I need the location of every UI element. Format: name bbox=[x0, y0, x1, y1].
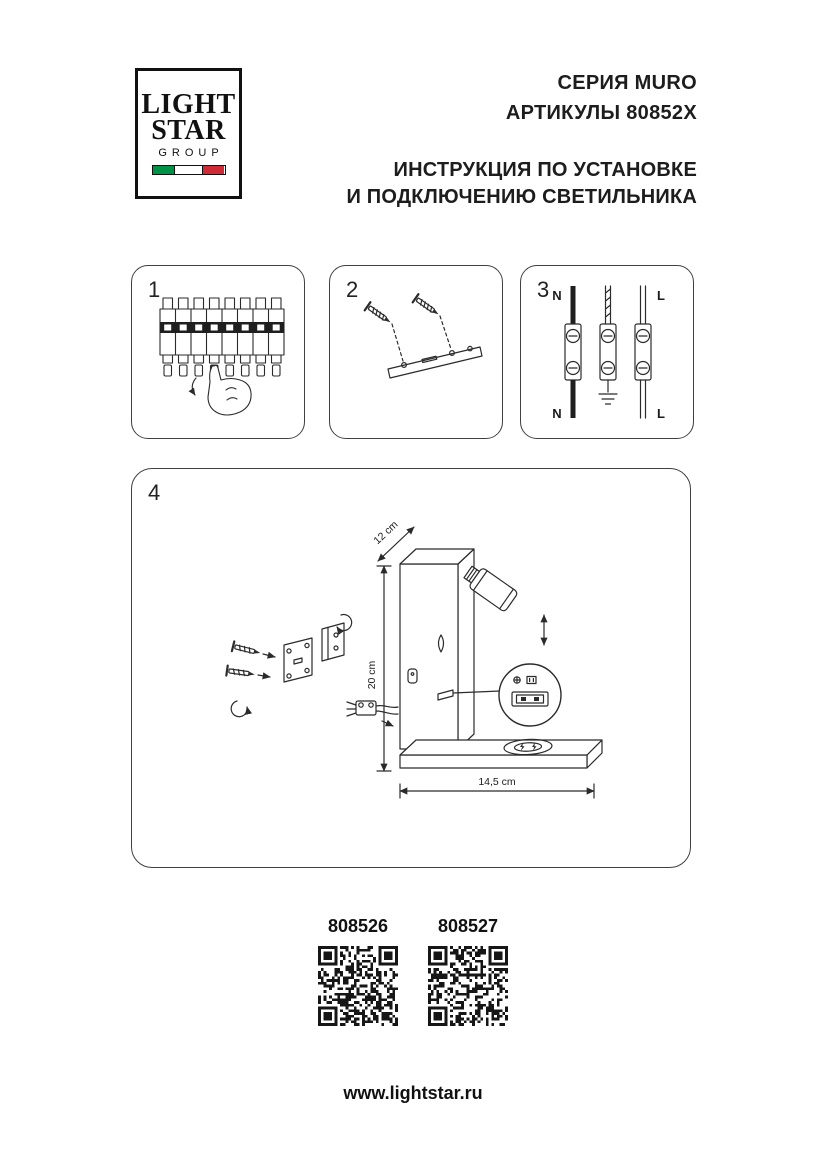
dim-height-label: 20 cm bbox=[366, 660, 378, 689]
series-title: СЕРИЯ MURO bbox=[557, 72, 697, 94]
product-code: 808527 bbox=[437, 916, 499, 936]
instruction-title-line2: И ПОДКЛЮЧЕНИЮ СВЕТИЛЬНИКА bbox=[346, 186, 697, 208]
dim-depth-line bbox=[377, 526, 415, 562]
product-808527: 808527 bbox=[428, 916, 508, 1026]
wire-connector bbox=[346, 700, 399, 717]
logo-text-light: LIGHT bbox=[141, 88, 236, 120]
wiring-diagram-drawing: N L N L bbox=[552, 285, 665, 421]
keyhole-slot bbox=[437, 634, 445, 653]
spotlight bbox=[463, 565, 518, 612]
press-arrow bbox=[188, 377, 197, 396]
lamp-shelf bbox=[399, 739, 603, 769]
pointing-hand bbox=[207, 364, 252, 416]
logo-text-star: STAR bbox=[151, 114, 226, 146]
step-2-box: 2 bbox=[329, 265, 503, 439]
breaker-panel-drawing bbox=[159, 297, 285, 416]
mounting-hardware bbox=[225, 613, 399, 727]
product-codes-section: 808526 808527 bbox=[0, 916, 826, 1026]
mounting-bracket bbox=[387, 346, 483, 379]
instruction-title-line1: ИНСТРУКЦИЯ ПО УСТАНОВКЕ bbox=[393, 159, 697, 181]
dim-width-label: 14,5 cm bbox=[478, 776, 516, 788]
usb-magnifier-detail bbox=[498, 663, 562, 727]
step-3-box: N L N L 3 bbox=[520, 265, 694, 439]
lamp-assembly-drawing: 20 cm 12 cm 14,5 cm bbox=[225, 518, 603, 799]
product-code: 808526 bbox=[327, 916, 389, 936]
screw bbox=[411, 293, 439, 315]
wiring-label-l-bottom: L bbox=[657, 406, 665, 421]
articles-title: АРТИКУЛЫ 80852X bbox=[505, 102, 697, 124]
flag-green-segment bbox=[152, 166, 175, 175]
usb-port bbox=[437, 689, 454, 701]
qr-code bbox=[428, 946, 508, 1026]
step-number-3: 3 bbox=[537, 277, 550, 302]
step-number-4: 4 bbox=[148, 480, 161, 505]
lightstar-logo: LIGHT STAR GROUP bbox=[135, 68, 242, 199]
bracket-mounting-drawing bbox=[363, 293, 483, 379]
website-url: www.lightstar.ru bbox=[343, 1083, 483, 1103]
step-1-box: 1 bbox=[131, 265, 305, 439]
wiring-label-n-bottom: N bbox=[552, 406, 561, 421]
step-number-2: 2 bbox=[346, 277, 359, 302]
wiring-label-n-top: N bbox=[552, 288, 561, 303]
qr-code bbox=[318, 946, 398, 1026]
product-808526: 808526 bbox=[318, 916, 398, 1026]
flag-white-segment bbox=[174, 166, 203, 175]
wiring-label-l-top: L bbox=[657, 288, 665, 303]
screw bbox=[363, 301, 391, 323]
logo-flag bbox=[151, 165, 226, 176]
step-number-1: 1 bbox=[148, 277, 161, 302]
step-4-box: 20 cm 12 cm 14,5 cm 4 bbox=[131, 468, 691, 868]
dim-depth-label: 12 cm bbox=[371, 518, 400, 546]
wireless-charging-pad bbox=[503, 738, 553, 756]
flag-red-segment bbox=[202, 166, 225, 175]
lamp-back-panel bbox=[399, 548, 475, 750]
logo-text-group: GROUP bbox=[158, 147, 224, 160]
lamp-switch bbox=[407, 668, 418, 684]
header: СЕРИЯ MURO АРТИКУЛЫ 80852X ИНСТРУКЦИЯ ПО… bbox=[346, 72, 697, 211]
